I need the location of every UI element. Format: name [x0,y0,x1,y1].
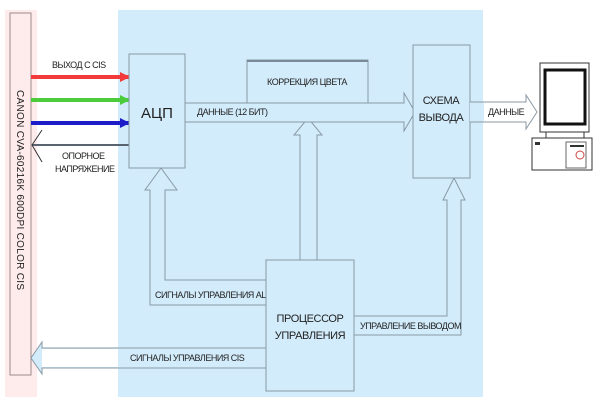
color-correction-block [246,59,369,105]
sensor-label: CANON CVA-60216K 600DPI COLOR CIS [14,90,25,290]
output-block [412,44,471,179]
processor-to-correction-arrow [292,117,324,263]
reference-voltage-label-1: ОПОРНОЕ [62,151,105,161]
output-label-1: СХЕМА [423,95,461,107]
cis-control-label: СИГНАЛЫ УПРАВЛЕНИЯ CIS [130,353,245,363]
sensor-box [9,12,32,376]
output-label-2: ВЫВОДА [419,112,465,124]
adc-block [128,53,186,169]
data-12bit-label: ДАННЫЕ (12 БИТ) [197,107,268,117]
output-control-label: УПРАВЛЕНИЕ ВЫВОДОМ [360,321,461,331]
data-out-arrow [470,93,538,131]
processor-label-1: ПРОЦЕССОР [277,313,344,325]
data-out-arrow-inside [470,102,484,122]
computer-icon [531,62,593,171]
cis-output-label: ВЫХОД С CIS [52,60,106,70]
color-correction-label: КОРРЕКЦИЯ ЦВЕТА [267,77,347,87]
data-12bit-arrow [184,91,416,133]
cis-control-arrow-outside [42,349,118,367]
data-out-label: ДАННЫЕ [488,107,525,117]
adc-label: АЦП [141,105,173,122]
reference-arrowhead [31,129,43,163]
reference-voltage-label-2: НАПРЯЖЕНИЕ [55,164,115,174]
adc-control-label: СИГНАЛЫ УПРАВЛЕНИЯ АЦП [155,290,273,300]
processor-label-2: УПРАВЛЕНИЯ [275,330,346,342]
output-control-arrow [353,176,466,336]
processor-block [265,259,355,392]
